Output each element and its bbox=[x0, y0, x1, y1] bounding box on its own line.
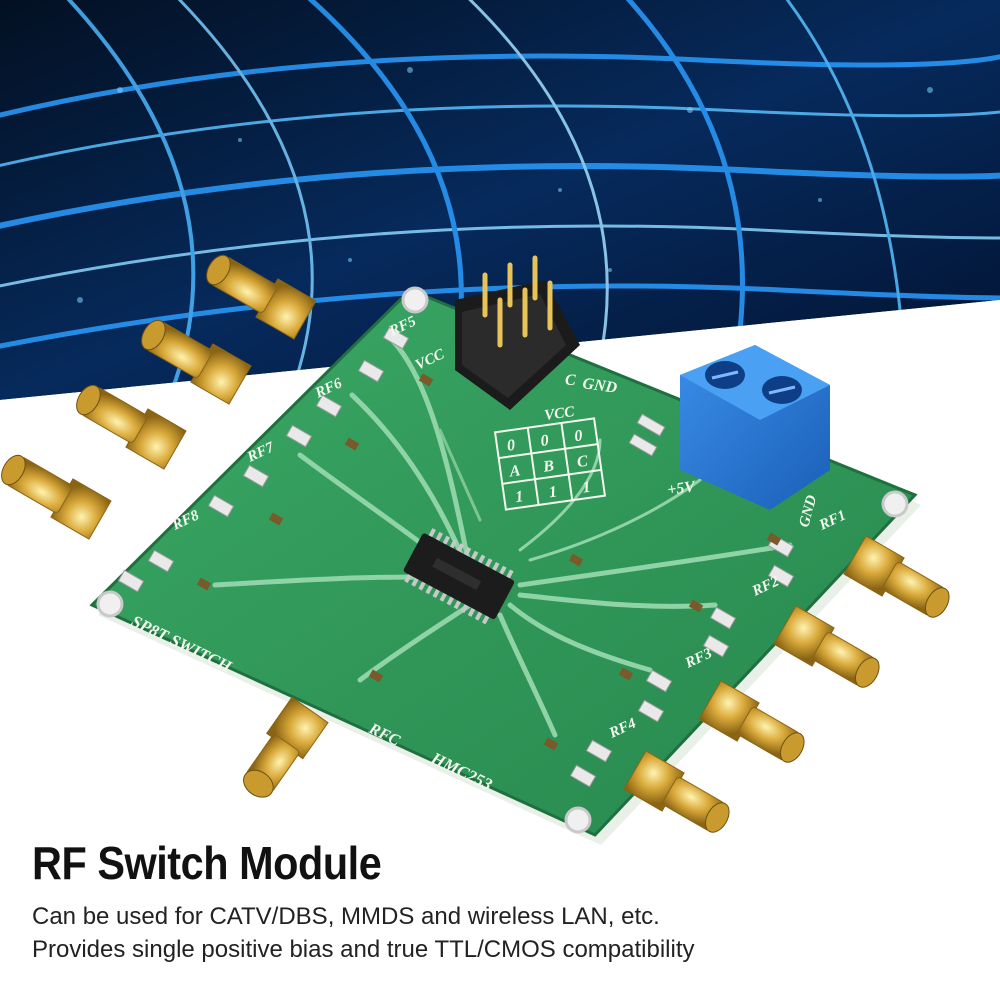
sma-rf8 bbox=[1, 454, 112, 540]
description-line-1: Can be used for CATV/DBS, MMDS and wirel… bbox=[32, 903, 660, 930]
product-caption: RF Switch Module Can be used for CATV/DB… bbox=[32, 840, 972, 966]
truth-r2c1: A bbox=[508, 462, 522, 481]
sma-rf3 bbox=[698, 680, 805, 763]
sma-rf1 bbox=[843, 535, 950, 618]
label-vcc-table: VCC bbox=[543, 404, 576, 424]
rf-traces bbox=[212, 337, 793, 738]
sma-rfc bbox=[243, 696, 329, 798]
truth-r3c1: 1 bbox=[514, 488, 524, 506]
label-plus5v: +5V bbox=[666, 478, 697, 499]
truth-r2c3: C bbox=[576, 453, 589, 471]
product-title: RF Switch Module bbox=[32, 837, 382, 889]
sma-rf7 bbox=[76, 384, 187, 470]
hmc253-chip bbox=[403, 528, 515, 625]
truth-r1c1: 0 bbox=[506, 437, 516, 455]
mounting-holes bbox=[96, 286, 909, 834]
truth-r2c2: B bbox=[541, 458, 555, 477]
sma-rf6 bbox=[141, 319, 252, 405]
sma-rf4 bbox=[623, 750, 730, 833]
description-line-2: Provides single positive bias and true T… bbox=[32, 936, 695, 963]
truth-r3c3: 1 bbox=[582, 479, 592, 497]
sma-connectors bbox=[1, 254, 950, 833]
sma-rf2 bbox=[773, 605, 880, 688]
truth-r1c2: 0 bbox=[540, 432, 550, 450]
pin-header bbox=[455, 255, 580, 410]
truth-r3c2: 1 bbox=[548, 483, 558, 501]
truth-table bbox=[493, 417, 607, 511]
label-gnd-top: GND bbox=[581, 375, 618, 397]
power-terminal-block bbox=[680, 345, 830, 510]
smd-components bbox=[117, 326, 795, 788]
truth-r1c3: 0 bbox=[573, 427, 583, 445]
sma-rf5 bbox=[206, 254, 317, 340]
label-c: C bbox=[565, 372, 576, 389]
